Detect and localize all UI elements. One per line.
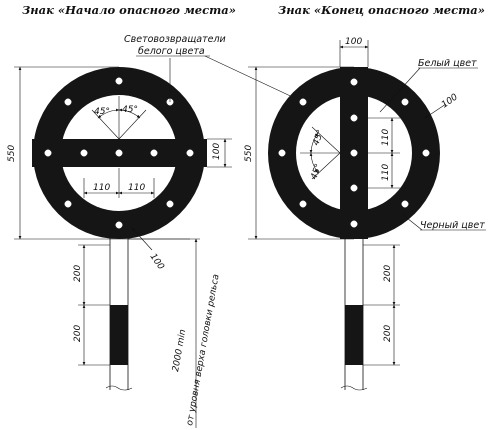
left-post bbox=[105, 236, 133, 391]
left-sign-title: Знак «Начало опасного места» bbox=[22, 3, 236, 17]
right-diameter: 550 bbox=[244, 145, 254, 162]
left-bar-height: 100 bbox=[212, 143, 222, 160]
left-ring-width: 100 bbox=[148, 252, 166, 272]
reflectors-label-line2: белого цвета bbox=[138, 46, 205, 57]
left-angle-b: 45° bbox=[122, 105, 138, 115]
rail-height-line1: 2000 min bbox=[171, 328, 188, 372]
right-post bbox=[340, 236, 368, 391]
right-sign-title: Знак «Конец опасного места» bbox=[278, 3, 485, 17]
right-bar-reflectors bbox=[350, 78, 358, 228]
right-ring-width: 100 bbox=[440, 92, 460, 110]
left-half-width-b: 110 bbox=[128, 183, 145, 193]
left-sign: 45° 45° 110 110 550 100 100 200 200 bbox=[7, 66, 232, 428]
left-diameter: 550 bbox=[7, 145, 17, 162]
right-half-height-a: 110 bbox=[381, 129, 391, 146]
left-post-stripe-b: 200 bbox=[73, 325, 83, 342]
right-ring-reflectors bbox=[278, 98, 430, 208]
left-post-black-stripe bbox=[110, 305, 128, 365]
left-bar-reflectors bbox=[44, 149, 194, 157]
right-half-height-b: 110 bbox=[381, 164, 391, 181]
right-post-black-stripe bbox=[345, 305, 363, 365]
left-angle-a: 45° bbox=[94, 107, 110, 117]
left-half-width-a: 110 bbox=[93, 183, 110, 193]
left-post-stripe-a: 200 bbox=[73, 265, 83, 282]
black-color-label: Черный цвет bbox=[420, 220, 485, 231]
reflectors-label-line1: Световозвращатели bbox=[124, 34, 226, 45]
white-color-label: Белый цвет bbox=[418, 58, 477, 69]
rail-height-line2: от уровня верха головки рельса bbox=[185, 274, 222, 427]
right-sign: 45° 45° 110 110 100 550 Белый цвет 100 Ч… bbox=[244, 37, 486, 391]
right-post-stripe-a: 200 bbox=[383, 265, 393, 282]
right-post-stripe-b: 200 bbox=[383, 325, 393, 342]
right-bar-width: 100 bbox=[345, 37, 362, 47]
